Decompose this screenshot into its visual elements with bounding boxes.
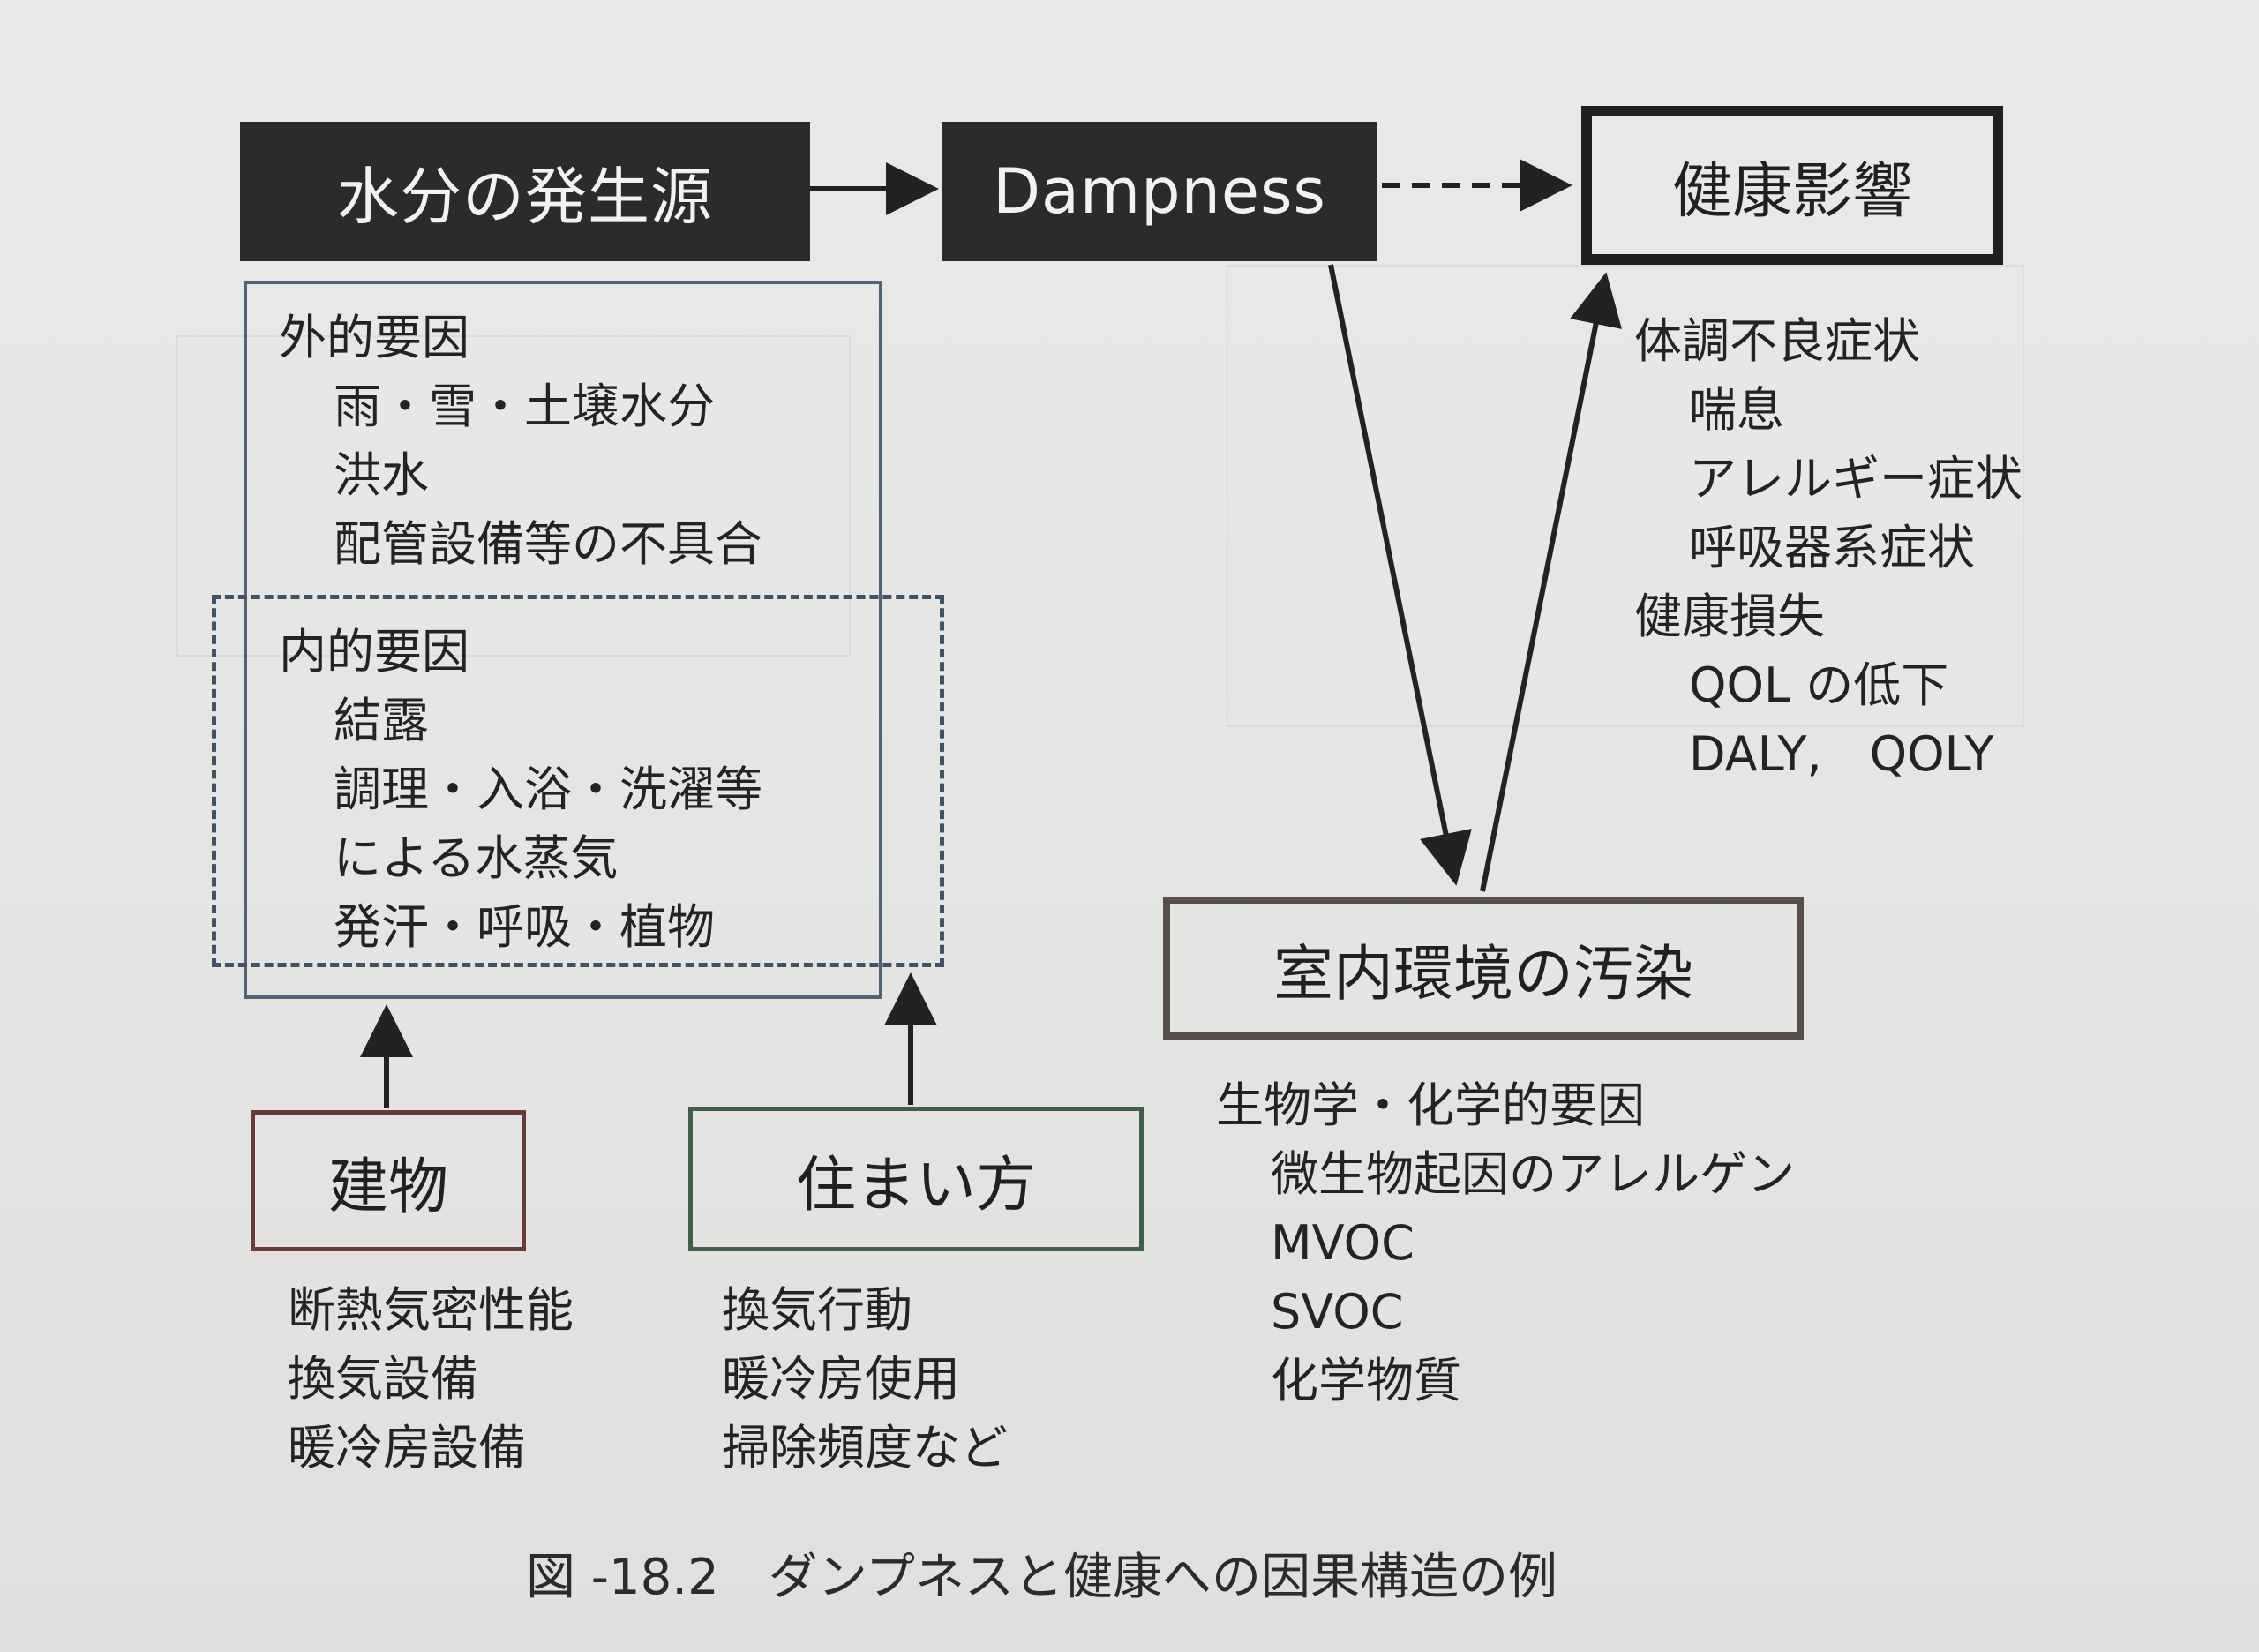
lifestyle-item: 換気行動 bbox=[722, 1282, 912, 1338]
internal-factors-heading: 内的要因 bbox=[279, 624, 469, 680]
health-loss-heading: 健康損失 bbox=[1634, 589, 1825, 644]
building-box: 建物 bbox=[251, 1110, 526, 1251]
health-loss-item: QOL の低下 bbox=[1689, 657, 1949, 713]
lifestyle-item: 暖冷房使用 bbox=[722, 1351, 960, 1407]
internal-factor-item: 結露 bbox=[334, 693, 429, 748]
pollution-item: 化学物質 bbox=[1271, 1353, 1461, 1408]
internal-factor-item: 発汗・呼吸・植物 bbox=[334, 899, 715, 955]
arrow-dampness-to-pollution bbox=[1328, 264, 1472, 886]
external-factor-item: 洪水 bbox=[334, 447, 429, 503]
external-factors-frame bbox=[244, 281, 882, 999]
internal-factor-item: による水蒸気 bbox=[334, 830, 619, 886]
building-item: 換気設備 bbox=[288, 1351, 478, 1407]
building-item: 暖冷房設備 bbox=[288, 1420, 526, 1476]
lifestyle-label: 住まい方 bbox=[795, 1150, 1036, 1220]
indoor-pollution-box: 室内環境の汚染 bbox=[1163, 897, 1804, 1040]
dampness-box: Dampness bbox=[942, 122, 1377, 261]
external-factors-heading: 外的要因 bbox=[279, 310, 469, 365]
internal-factor-item: 調理・入浴・洗濯等 bbox=[334, 762, 762, 817]
pollution-heading: 生物学・化学的要因 bbox=[1216, 1078, 1645, 1133]
lifestyle-box: 住まい方 bbox=[688, 1107, 1144, 1251]
show-through-frame bbox=[1227, 265, 2024, 727]
figure-caption: 図 -18.2 ダンプネスと健康への因果構造の例 bbox=[526, 1549, 1558, 1606]
show-through-frame-2 bbox=[176, 335, 851, 657]
symptom-item: 喘息 bbox=[1689, 382, 1784, 438]
external-factor-item: 配管設備等の不具合 bbox=[334, 516, 762, 572]
health-loss-item: DALY, QOLY bbox=[1689, 726, 1994, 782]
building-label: 建物 bbox=[327, 1152, 448, 1222]
moisture-source-label: 水分の発生源 bbox=[337, 160, 713, 233]
indoor-pollution-label: 室内環境の汚染 bbox=[1272, 939, 1693, 1010]
symptom-item: アレルギー症状 bbox=[1689, 451, 2023, 507]
arrow-pollution-to-health bbox=[1480, 272, 1623, 892]
dampness-label: Dampness bbox=[993, 155, 1326, 228]
symptoms-heading: 体調不良症状 bbox=[1634, 313, 1920, 369]
moisture-source-box: 水分の発生源 bbox=[240, 122, 810, 261]
symptom-item: 呼吸器系症状 bbox=[1689, 520, 1975, 575]
pollution-item: MVOC bbox=[1271, 1215, 1415, 1271]
building-item: 断熱気密性能 bbox=[288, 1282, 574, 1338]
pollution-item: 微生物起因のアレルゲン bbox=[1271, 1146, 1795, 1202]
health-effect-label: 健康影響 bbox=[1671, 156, 1912, 227]
external-factor-item: 雨・雪・土壌水分 bbox=[334, 379, 715, 434]
lifestyle-item: 掃除頻度など bbox=[722, 1420, 1008, 1476]
internal-factors-frame bbox=[212, 595, 944, 967]
pollution-item: SVOC bbox=[1271, 1284, 1404, 1340]
health-effect-box: 健康影響 bbox=[1581, 106, 2003, 265]
